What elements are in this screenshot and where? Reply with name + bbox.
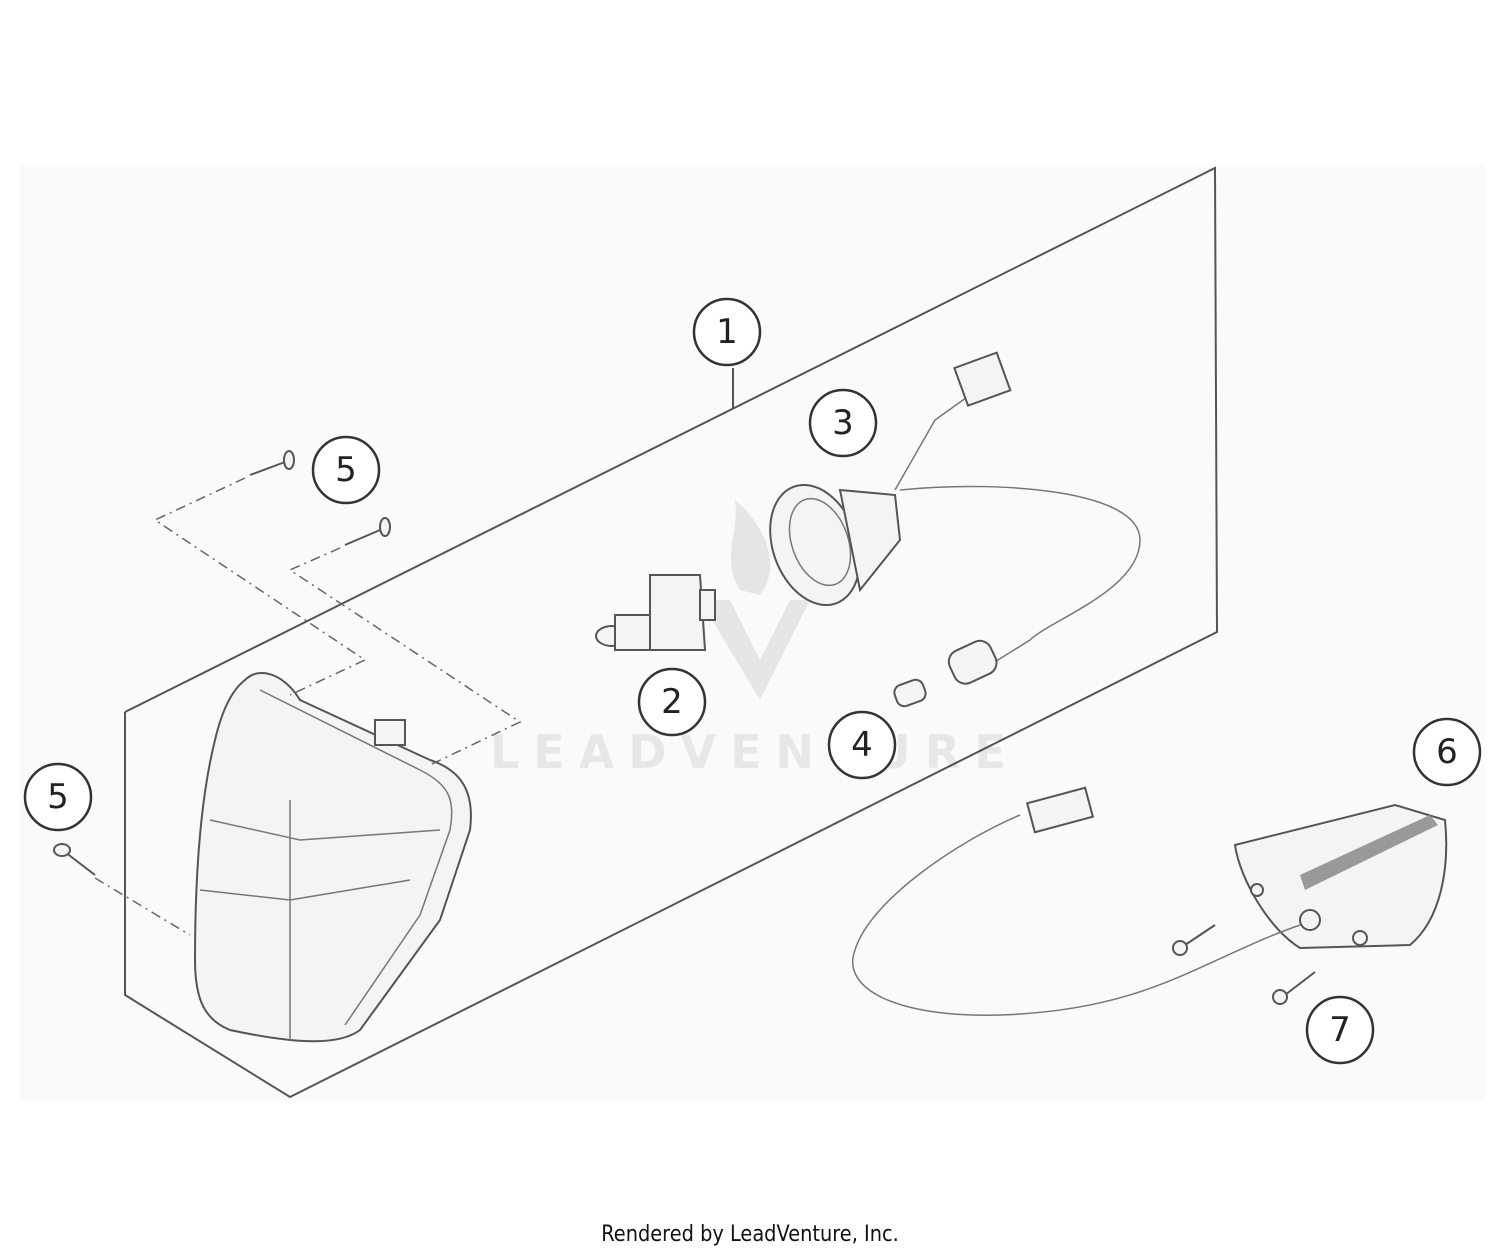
headlight-housing: [193, 671, 472, 1043]
dash-line-screw-2: [288, 547, 522, 766]
tail-light: [852, 786, 1448, 1016]
dash-line-screw-1: [153, 477, 367, 696]
bulb-socket: [769, 351, 1141, 666]
callout-label: 7: [1329, 1010, 1351, 1050]
callout-label: 3: [832, 403, 854, 443]
screw-top-1: [249, 450, 295, 476]
screw-top-2: [344, 517, 391, 546]
watermark-text: LEADVENTURE: [490, 725, 1020, 779]
assembly-box: [124, 166, 1219, 1099]
callout-label: 1: [716, 312, 738, 352]
callout-5-top: 5: [311, 435, 381, 505]
callout-4: 4: [827, 710, 897, 780]
headlight-bulb: [595, 574, 716, 651]
callout-1: 1: [692, 297, 762, 367]
callout-label: 6: [1436, 732, 1458, 772]
callout-label: 5: [47, 777, 69, 817]
callout-7: 7: [1305, 995, 1375, 1065]
callout-3: 3: [808, 388, 878, 458]
callout-2: 2: [637, 667, 707, 737]
callout-label: 2: [661, 682, 683, 722]
screw-left: [53, 843, 96, 876]
watermark-logo: [700, 500, 810, 700]
dash-line-screw-left: [94, 877, 191, 936]
screw-7-b: [1272, 971, 1316, 1005]
footer-credit: Rendered by LeadVenture, Inc.: [601, 1222, 899, 1247]
callout-label: 5: [335, 450, 357, 490]
screw-7-a: [1172, 924, 1216, 956]
callout-5-left: 5: [23, 762, 93, 832]
parking-bulb: [893, 639, 998, 708]
callout-6: 6: [1412, 717, 1482, 787]
callout-label: 4: [851, 725, 873, 765]
